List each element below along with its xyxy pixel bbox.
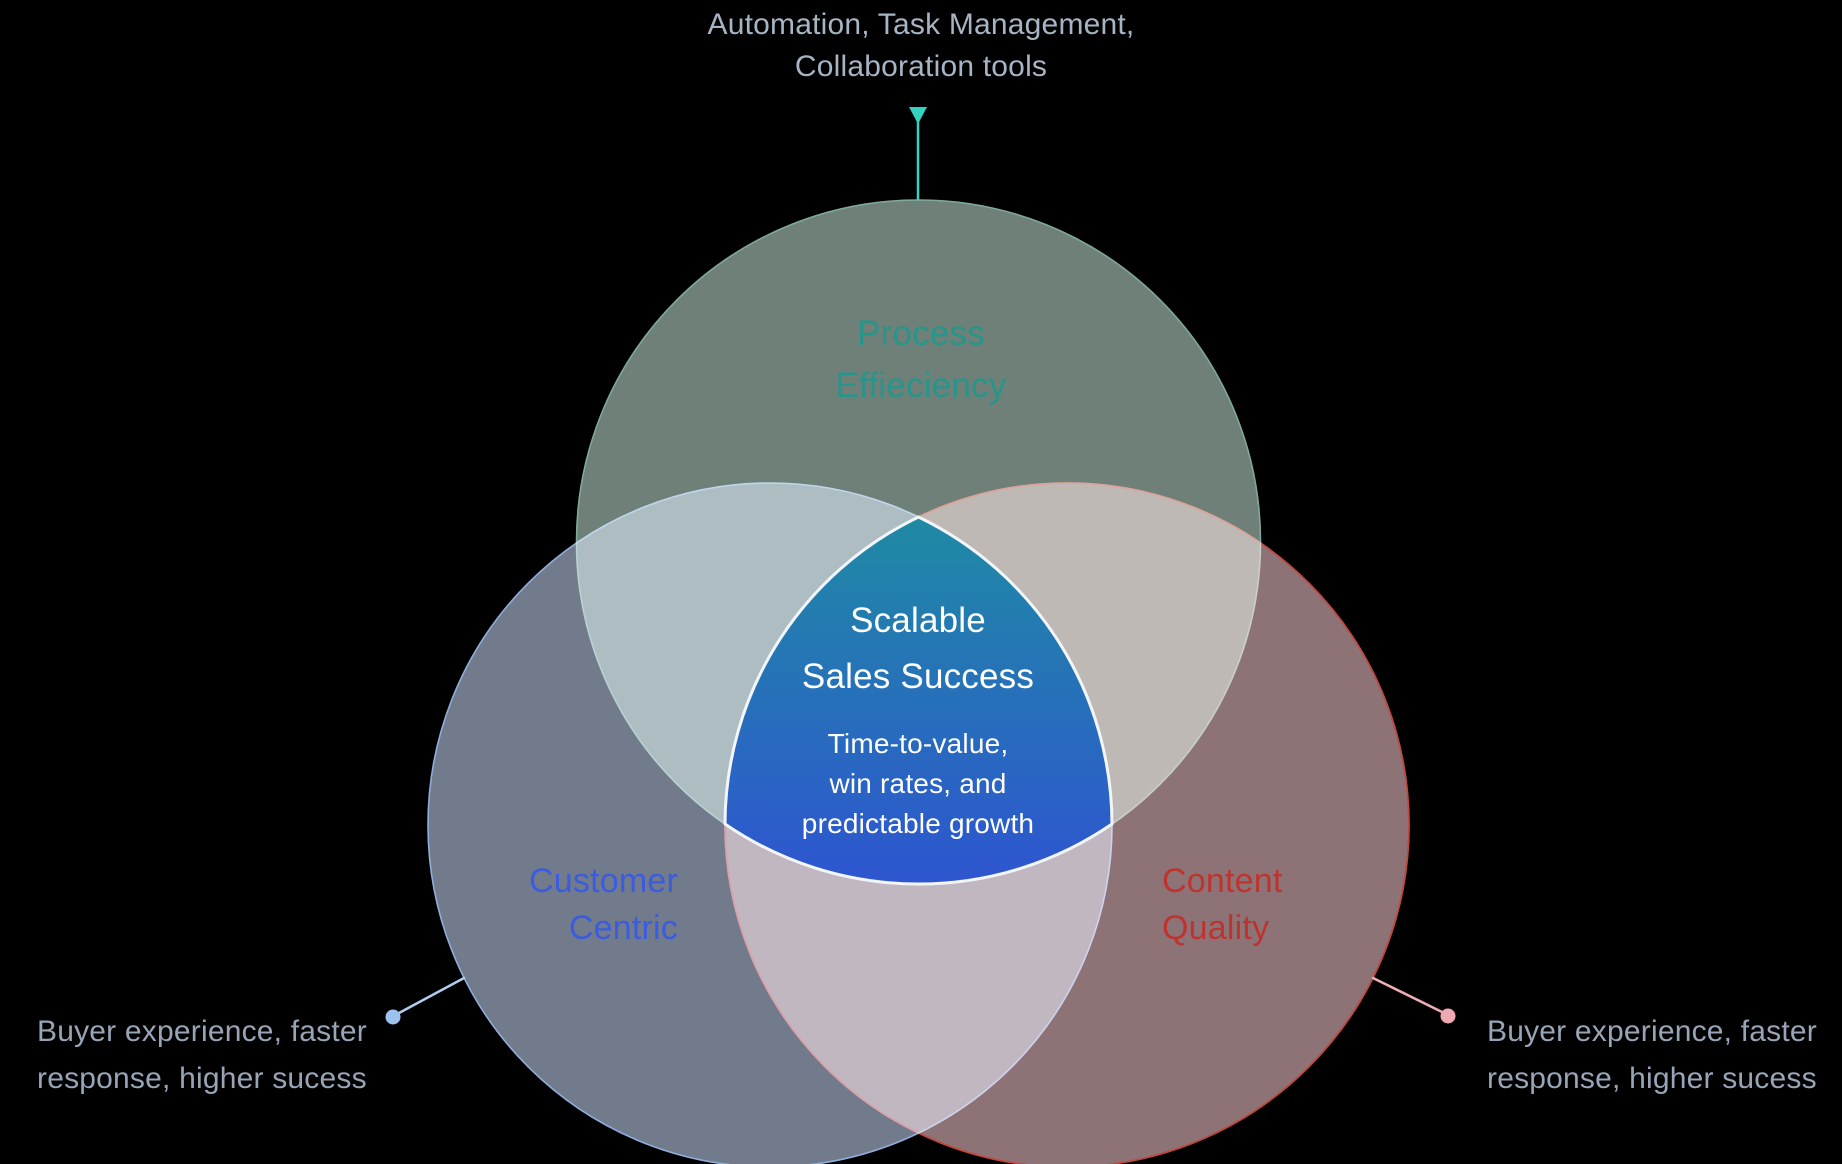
bottom-left-annotation-line-1: Buyer experience, faster [37,1015,367,1048]
center-description-line-2: win rates, and [829,768,1007,799]
customer-centric-label: Customer Centric [529,858,678,952]
bottom-right-connector-dot-icon [1440,1008,1456,1024]
process-label-line-1: Process [857,314,985,353]
content-label-line-1: Content [1162,862,1283,900]
bottom-right-connector-line [1371,976,1444,1014]
bottom-left-annotation: Buyer experience, faster response, highe… [37,1008,367,1102]
bottom-left-connector-line [397,976,466,1015]
process-efficiency-label: Process Effieciency [836,308,1007,412]
center-description: Time-to-value, win rates, and predictabl… [802,724,1034,844]
top-annotation-line-2: Collaboration tools [794,50,1048,83]
customer-label-line-2: Centric [568,909,678,947]
center-title-line-2: Sales Success [801,657,1035,696]
top-annotation: Automation, Task Management, Collaborati… [708,4,1135,88]
center-description-line-1: Time-to-value, [827,728,1009,759]
bottom-left-connector-dot-icon [385,1009,401,1025]
center-intersection-shape [723,515,1114,886]
top-connector-arrow-icon [909,107,927,124]
process-label-line-2: Effieciency [835,366,1007,405]
customer-label-line-1: Customer [529,862,678,900]
center-title-line-1: Scalable [850,601,986,640]
top-annotation-line-1: Automation, Task Management, [707,8,1135,41]
center-title: Scalable Sales Success [802,593,1034,705]
bottom-right-annotation: Buyer experience, faster response, highe… [1487,1008,1817,1102]
content-label-line-2: Quality [1162,909,1270,947]
bottom-right-annotation-line-2: response, higher sucess [1487,1062,1817,1095]
bottom-right-annotation-line-1: Buyer experience, faster [1487,1015,1817,1048]
bottom-left-annotation-line-2: response, higher sucess [37,1062,367,1095]
content-quality-label: Content Quality [1162,858,1282,952]
center-description-line-3: predictable growth [801,808,1035,839]
